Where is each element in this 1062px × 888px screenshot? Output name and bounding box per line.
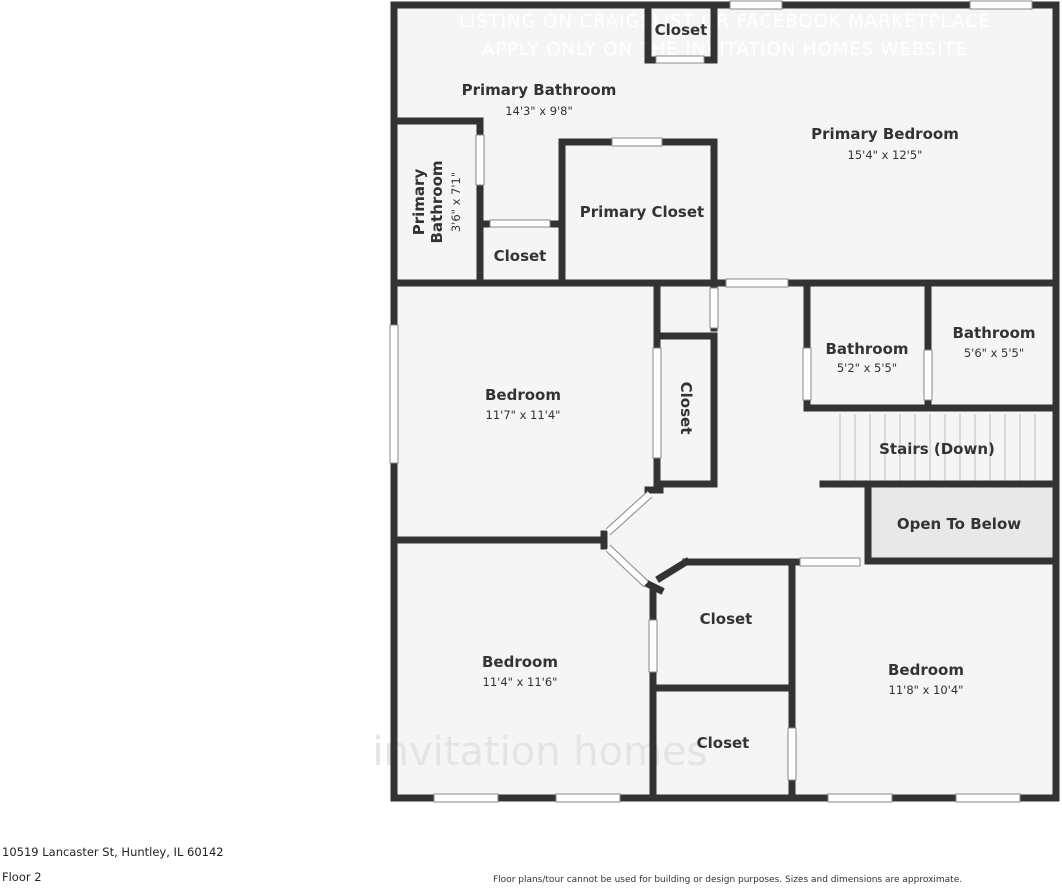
bedroom-3-dimensions: 11'8" x 10'4" [889, 683, 964, 697]
closet-bottom-label: Closet [697, 734, 750, 752]
primary-bathroom-label: Primary Bathroom [462, 81, 617, 99]
bathroom-b-dimensions: 5'6" x 5'5" [964, 346, 1024, 360]
primary-closet-label: Primary Closet [580, 203, 704, 221]
floor-area [394, 5, 1056, 798]
primary-bathroom-small-labels: Primary Bathroom 3'6" x 7'1" [410, 160, 463, 243]
closet-top-label: Closet [655, 21, 708, 39]
open-to-below-area [870, 486, 1056, 561]
bathroom-a-label: Bathroom [825, 340, 908, 358]
closet-mid-label: Closet [700, 610, 753, 628]
stairs-label: Stairs (Down) [879, 440, 995, 458]
open-to-below-label: Open To Below [897, 515, 1021, 533]
watermark-line-1: LISTING ON CRAIGSLIST OR FACEBOOK MARKET… [459, 11, 991, 32]
angled-opening-edges [605, 490, 653, 588]
angled-openings [605, 491, 653, 587]
logo-watermark: invitation homes [372, 729, 707, 775]
primary-bedroom-label: Primary Bedroom [811, 125, 959, 143]
primary-bathroom-small-dimensions: 3'6" x 7'1" [449, 172, 463, 232]
primary-bathroom-small-label-line2: Bathroom [428, 160, 446, 243]
bedroom-1-label: Bedroom [485, 386, 561, 404]
floor-label: Floor 2 [2, 870, 42, 884]
disclaimer-text: Floor plans/tour cannot be used for buil… [493, 875, 963, 885]
windows [389, 0, 1033, 803]
bathroom-a-dimensions: 5'2" x 5'5" [837, 361, 897, 375]
closet-vertical-label: Closet [677, 382, 695, 435]
stairs-treads [839, 414, 1036, 482]
bathroom-b-label: Bathroom [952, 324, 1035, 342]
bedroom-2-dimensions: 11'4" x 11'6" [483, 675, 558, 689]
watermark-line-2: APPLY ONLY ON THE INVITATION HOMES WEBSI… [482, 39, 968, 60]
primary-bedroom-dimensions: 15'4" x 12'5" [848, 148, 923, 162]
property-address: 10519 Lancaster St, Huntley, IL 60142 [2, 845, 224, 859]
bedroom-2-label: Bedroom [482, 653, 558, 671]
closet-small-label: Closet [494, 247, 547, 265]
bedroom-1-dimensions: 11'7" x 11'4" [486, 408, 561, 422]
primary-bathroom-dimensions: 14'3" x 9'8" [505, 104, 573, 118]
bedroom-3-label: Bedroom [888, 661, 964, 679]
primary-bathroom-small-label-line1: Primary [410, 169, 428, 236]
